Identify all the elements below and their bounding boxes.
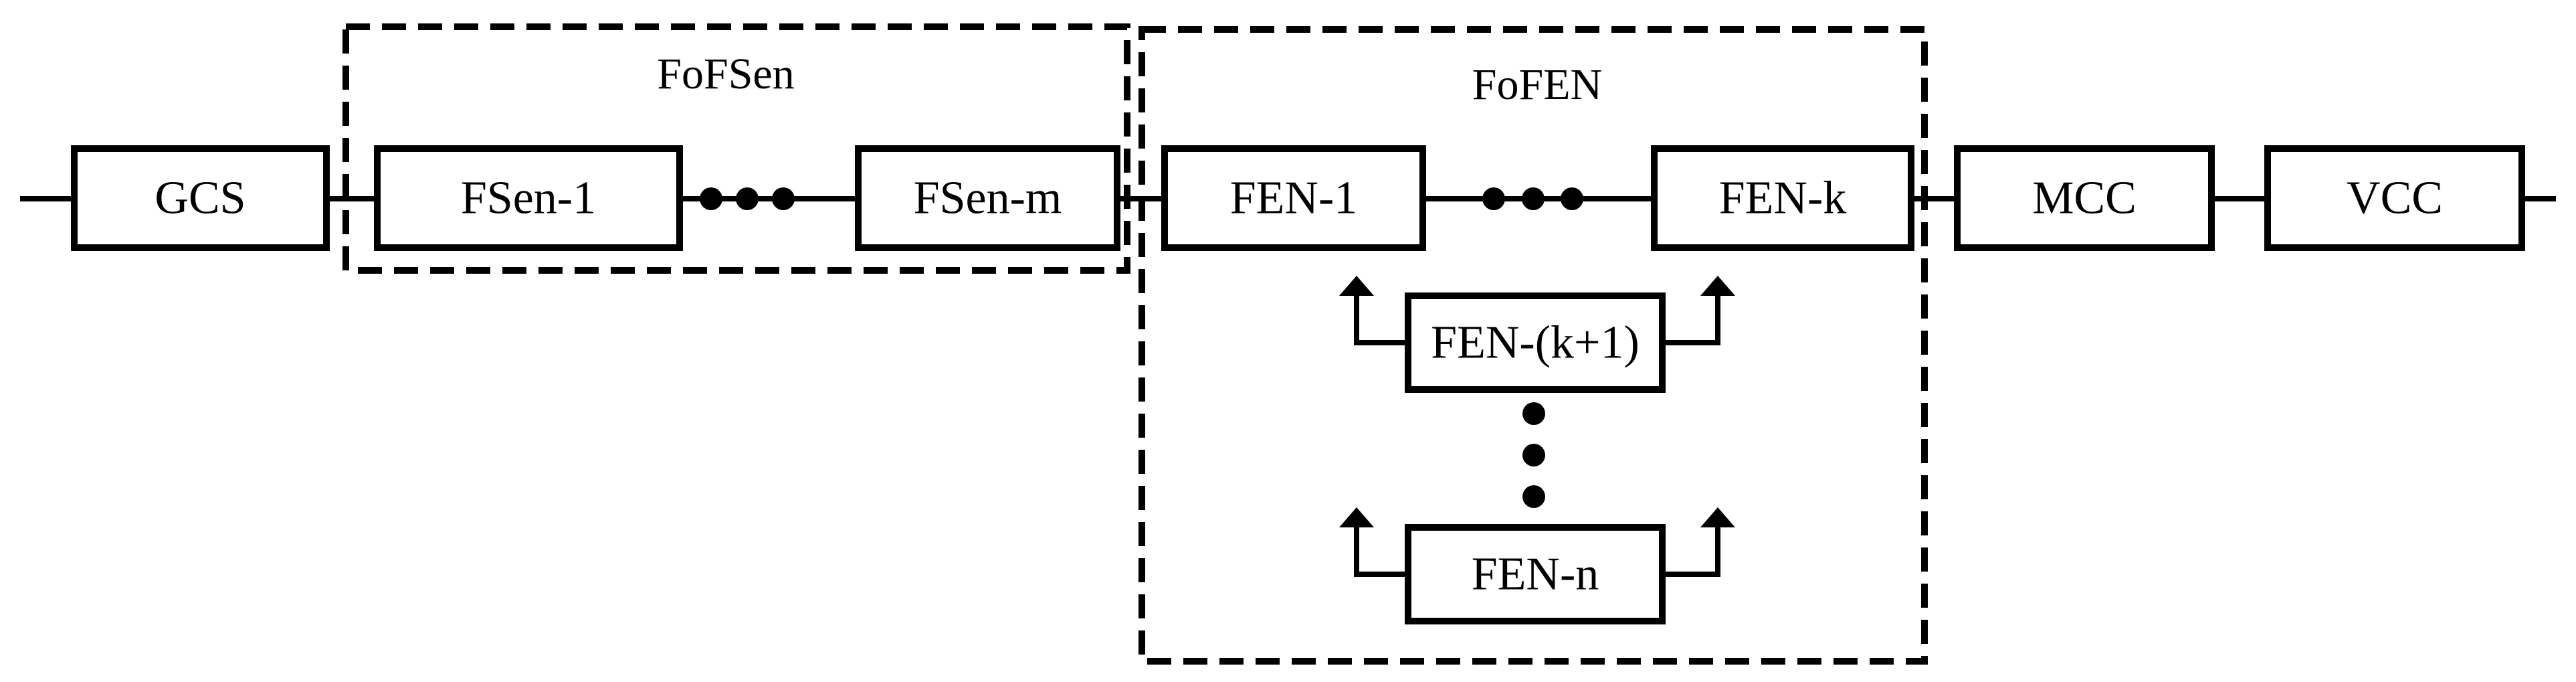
block-fen-k-plus-1-box xyxy=(1405,292,1666,393)
block-fen-k: FEN-k xyxy=(1651,145,1914,251)
ellipsis-vertical-dot-1 xyxy=(1522,402,1545,425)
ellipsis-fen-dot-3 xyxy=(1561,187,1583,210)
block-vcc-box xyxy=(2264,145,2525,251)
block-gcs-box xyxy=(71,145,330,251)
block-fen-k-plus-1-label: FEN-(k+1) xyxy=(1431,317,1640,369)
block-vcc: VCC xyxy=(2264,145,2525,251)
fofsen-group-label: FoFSen xyxy=(657,50,794,98)
fen-k-plus-1-branch xyxy=(1339,276,1735,345)
block-mcc-box xyxy=(1954,145,2215,251)
block-fsen-m-box xyxy=(855,145,1120,251)
fen-n-branch xyxy=(1339,507,1735,577)
ellipsis-vertical xyxy=(1522,402,1545,508)
block-fen-k-box xyxy=(1651,145,1914,251)
ellipsis-fsen-dot-2 xyxy=(736,187,759,210)
block-gcs: GCS xyxy=(71,145,330,251)
block-fsen-1-box xyxy=(374,145,683,251)
block-fen-k-plus-1: FEN-(k+1) xyxy=(1405,292,1666,393)
block-fen-n: FEN-n xyxy=(1405,524,1666,624)
block-gcs-label: GCS xyxy=(155,173,245,224)
fen-k-plus-1-right-arrow-icon xyxy=(1700,276,1735,296)
fen-n-left-arrow-icon xyxy=(1339,507,1374,527)
block-fsen-1-label: FSen-1 xyxy=(461,173,596,224)
block-fen-k-label: FEN-k xyxy=(1719,173,1847,224)
block-mcc-label: MCC xyxy=(2032,173,2137,224)
block-fen-n-box xyxy=(1405,524,1666,624)
fen-n-right-wire xyxy=(1659,521,1720,577)
fen-k-plus-1-left-arrow-icon xyxy=(1339,276,1374,296)
fen-k-plus-1-right-wire xyxy=(1659,289,1720,345)
ellipsis-fsen-dot-1 xyxy=(700,187,722,210)
fen-n-left-wire xyxy=(1354,521,1411,577)
ellipsis-fen-dot-2 xyxy=(1522,187,1545,210)
ellipsis-fen xyxy=(1482,187,1583,210)
fofsen-group-boundary xyxy=(342,23,1130,274)
block-vcc-label: VCC xyxy=(2347,173,2443,224)
block-fsen-m-label: FSen-m xyxy=(914,173,1062,224)
fen-k-plus-1-left-wire xyxy=(1354,289,1411,345)
ellipsis-vertical-dot-2 xyxy=(1522,444,1545,466)
block-fen-1-box xyxy=(1161,145,1426,251)
ellipsis-fen-dot-1 xyxy=(1482,187,1505,210)
block-fsen-1: FSen-1 xyxy=(374,145,683,251)
ellipsis-vertical-dot-3 xyxy=(1522,485,1545,508)
block-mcc: MCC xyxy=(1954,145,2215,251)
block-fen-1: FEN-1 xyxy=(1161,145,1426,251)
block-fen-n-label: FEN-n xyxy=(1472,549,1599,600)
fofen-group-label: FoFEN xyxy=(1472,60,1602,109)
fen-n-right-arrow-icon xyxy=(1700,507,1735,527)
fofen-group-boundary xyxy=(1138,26,1928,665)
block-fsen-m: FSen-m xyxy=(855,145,1120,251)
block-fen-1-label: FEN-1 xyxy=(1230,173,1358,224)
ellipsis-fsen-dot-3 xyxy=(772,187,795,210)
ellipsis-fsen xyxy=(700,187,795,210)
